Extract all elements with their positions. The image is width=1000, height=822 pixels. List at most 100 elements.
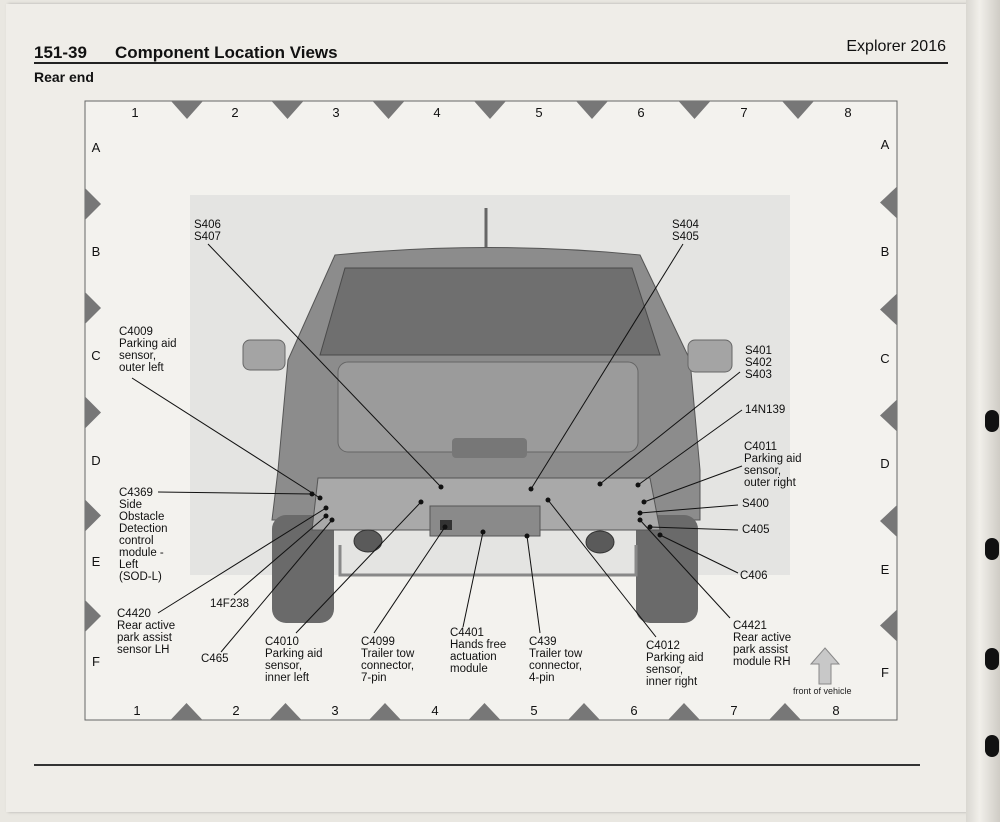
column-label-top: 3: [332, 105, 339, 120]
callout-14n139: 14N139: [745, 404, 786, 416]
header-rule: [34, 62, 948, 64]
leader-s406: [207, 243, 442, 488]
callout-14f238: 14F238: [210, 598, 250, 610]
grid-marker-triangle: [668, 703, 700, 720]
callout-c465: C465: [201, 653, 229, 665]
column-label-top: 7: [740, 105, 747, 120]
grid-marker-triangle: [372, 101, 405, 119]
row-label-left: B: [92, 244, 101, 259]
callout-c439: C439 Trailer tow connector, 4-pin: [529, 636, 583, 684]
row-label-right: B: [881, 244, 890, 259]
row-label-right: F: [881, 665, 889, 680]
leader-s401: [599, 371, 741, 485]
grid-marker-triangle: [85, 396, 101, 429]
grid-marker-triangle: [678, 101, 711, 119]
column-label-top: 2: [231, 105, 238, 120]
column-label-top: 1: [131, 105, 138, 120]
front-arrow-icon: [809, 647, 841, 685]
callout-s401-s403: S401 S402 S403: [745, 345, 772, 381]
grid-marker-triangle: [171, 101, 203, 119]
left-tire: [272, 515, 334, 623]
grid-marker-triangle: [271, 101, 304, 119]
leader-s404: [530, 243, 684, 490]
leader-c4011: [643, 465, 743, 503]
leader-c4099: [373, 526, 446, 634]
row-label-left: C: [91, 348, 100, 363]
leader-c4401: [462, 531, 484, 628]
callout-c4099: C4099 Trailer tow connector, 7-pin: [361, 636, 415, 684]
callout-c4010: C4010 Parking aid sensor, inner left: [265, 636, 323, 684]
callout-c4421: C4421 Rear active park assist module RH: [733, 620, 792, 668]
callout-c4012: C4012 Parking aid sensor, inner right: [646, 640, 704, 688]
grid-marker-triangle: [782, 101, 814, 119]
grid-markers-top: [171, 101, 814, 119]
column-label-top: 8: [844, 105, 851, 120]
leader-c439: [526, 535, 541, 634]
column-label-bottom: 3: [331, 703, 338, 718]
callout-s404-s405: S404 S405: [672, 219, 699, 243]
callout-c4369: C4369 Side Obstacle Detection control mo…: [119, 487, 168, 583]
grid-marker-triangle: [880, 186, 897, 219]
callout-c406: C406: [740, 570, 768, 582]
grid-marker-triangle: [85, 188, 101, 220]
column-label-bottom: 5: [530, 703, 537, 718]
left-mirror: [242, 339, 286, 371]
grid-markers-bottom: [170, 703, 801, 720]
callout-c4420: C4420 Rear active park assist sensor LH: [117, 608, 176, 656]
column-label-bottom: 7: [730, 703, 737, 718]
grid-marker-triangle: [576, 101, 608, 119]
leader-s400: [639, 504, 739, 514]
column-label-bottom: 2: [232, 703, 239, 718]
left-exhaust: [353, 529, 383, 553]
grid-marker-triangle: [880, 609, 897, 642]
right-mirror: [687, 339, 733, 373]
row-label-right: A: [881, 137, 890, 152]
column-label-bottom: 4: [431, 703, 438, 718]
grid-markers-right: [880, 186, 897, 642]
underbody: [338, 545, 638, 577]
binding-hole: [985, 410, 999, 432]
binding-hole: [985, 735, 999, 757]
vehicle-rear-illustration: [190, 195, 790, 623]
row-label-left: A: [92, 140, 101, 155]
column-label-top: 4: [433, 105, 440, 120]
leader-c4009: [131, 377, 321, 499]
grid-marker-triangle: [369, 703, 401, 720]
row-label-right: E: [881, 562, 890, 577]
callout-s400: S400: [742, 498, 769, 510]
column-label-top: 5: [535, 105, 542, 120]
row-label-left: E: [92, 554, 101, 569]
binding-hole: [985, 648, 999, 670]
grid-marker-triangle: [769, 703, 801, 720]
grid-marker-triangle: [880, 293, 897, 326]
rear-window: [319, 267, 661, 356]
grid-marker-triangle: [474, 101, 506, 119]
grid-marker-triangle: [85, 600, 101, 632]
callout-c4011: C4011 Parking aid sensor, outer right: [744, 441, 802, 489]
leader-c4420: [157, 507, 327, 614]
leader-14n139: [637, 409, 743, 486]
right-exhaust: [585, 530, 615, 554]
license-recess: [452, 438, 527, 458]
grid-marker-triangle: [170, 703, 203, 720]
rear-bumper: [311, 477, 661, 531]
grid-marker-triangle: [85, 292, 101, 324]
column-label-bottom: 8: [832, 703, 839, 718]
leader-lines: [131, 243, 743, 653]
binding-hole: [985, 538, 999, 560]
callout-s406-s407: S406 S407: [194, 219, 221, 243]
grid-marker-triangle: [880, 505, 897, 537]
column-label-top: 6: [637, 105, 644, 120]
leader-c465: [220, 519, 333, 653]
column-labels-top: 1 2 3 4 5 6 7 8: [131, 105, 851, 120]
grid-marker-triangle: [568, 703, 600, 720]
callout-c405: C405: [742, 524, 770, 536]
leader-c406: [659, 534, 739, 574]
leader-14f238: [233, 515, 327, 596]
callout-c4401: C4401 Hands free actuation module: [450, 627, 507, 675]
page-title: Component Location Views: [115, 43, 338, 62]
column-label-bottom: 1: [133, 703, 140, 718]
